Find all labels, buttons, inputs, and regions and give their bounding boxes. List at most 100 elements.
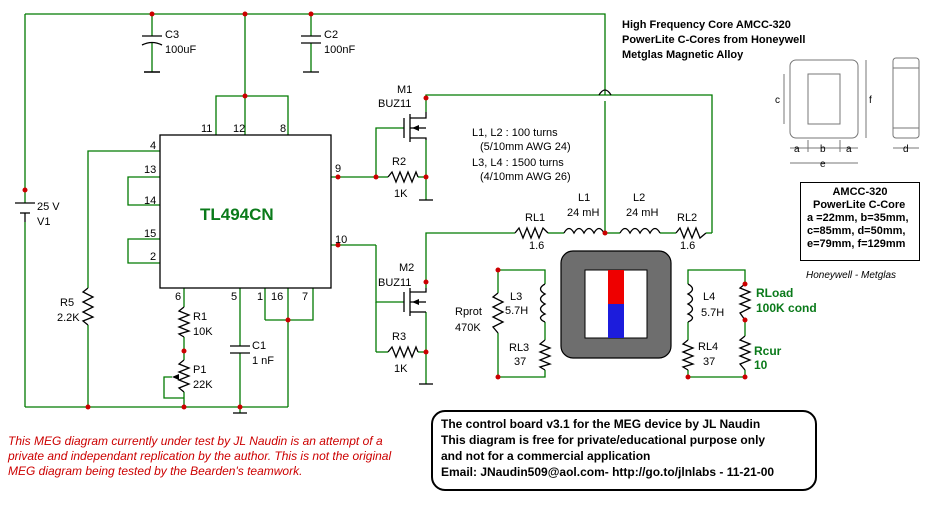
- footer-line: and not for a commercial application: [441, 449, 651, 463]
- rload-value: 100K cond: [756, 301, 817, 315]
- c1-value: 1 nF: [252, 355, 274, 367]
- r2-label: R2: [392, 156, 406, 168]
- rl2-label: RL2: [677, 212, 697, 224]
- dim-label: f: [869, 95, 872, 106]
- p1-value: 22K: [193, 379, 213, 391]
- turns-line: (4/10mm AWG 26): [480, 171, 571, 183]
- r1-label: R1: [193, 311, 207, 323]
- rl1-label: RL1: [525, 212, 545, 224]
- resistor-r5: [81, 287, 95, 326]
- capacitor-c2: [301, 35, 321, 73]
- resistor-rprot: [491, 292, 505, 334]
- pin-label: 2: [150, 251, 156, 263]
- footer-line: The control board v3.1 for the MEG devic…: [441, 417, 761, 431]
- v1-value: 25 V: [37, 201, 60, 213]
- ic-tl494: [159, 134, 332, 289]
- inductor-l3: [539, 283, 547, 323]
- rl1-value: 1.6: [529, 240, 544, 252]
- resistor-r3: [387, 345, 419, 359]
- pin-label: 10: [335, 234, 347, 246]
- ground-icon: [144, 71, 433, 414]
- spec-line: c=85mm, d=50mm,: [807, 225, 906, 237]
- spec-title: AMCC-320: [832, 186, 888, 198]
- pin-label: 8: [280, 123, 286, 135]
- rl4-label: RL4: [698, 341, 718, 353]
- l3-label: L3: [510, 291, 522, 303]
- v1-label: V1: [37, 216, 50, 228]
- wire-crossover: [598, 89, 612, 96]
- junction-dots: [22, 11, 748, 410]
- rl3-value: 37: [514, 356, 526, 368]
- l4-label: L4: [703, 291, 715, 303]
- battery-v1: [15, 202, 35, 222]
- meg-core: [560, 250, 672, 359]
- pin-label: 9: [335, 163, 341, 175]
- spec-line: e=79mm, f=129mm: [807, 238, 906, 250]
- inductor-l2: [619, 227, 661, 235]
- note-line: This MEG diagram currently under test by…: [8, 434, 383, 448]
- rprot-value: 470K: [455, 322, 481, 334]
- magnet-south: [608, 304, 624, 338]
- mosfet-m1: [403, 112, 427, 142]
- c3-label: C3: [165, 29, 179, 41]
- c2-value: 100nF: [324, 44, 355, 56]
- p1-label: P1: [193, 364, 206, 376]
- note-line: private and independant replication by t…: [8, 449, 392, 463]
- resistor-rl2: [675, 226, 707, 240]
- dim-label: a: [794, 144, 800, 155]
- resistor-rl3: [538, 339, 552, 371]
- components: [15, 35, 752, 414]
- pin-label: 12: [233, 123, 245, 135]
- turns-line: L1, L2 : 100 turns: [472, 127, 558, 139]
- wires: [24, 13, 746, 413]
- r5-label: R5: [60, 297, 74, 309]
- core-spec-box: AMCC-320 PowerLite C-Core a =22mm, b=35m…: [800, 182, 920, 261]
- r3-value: 1K: [394, 363, 408, 375]
- pin-label: 6: [175, 291, 181, 303]
- l4-value: 5.7H: [701, 307, 724, 319]
- l1-value: 24 mH: [567, 207, 599, 219]
- footer-line: This diagram is free for private/educati…: [441, 433, 766, 447]
- header-line: High Frequency Core AMCC-320: [622, 19, 791, 31]
- turns-line: (5/10mm AWG 24): [480, 141, 571, 153]
- resistor-rl1: [514, 226, 549, 240]
- pin-label: 7: [302, 291, 308, 303]
- core-header: High Frequency Core AMCC-320 PowerLite C…: [622, 18, 805, 63]
- inductor-l4: [686, 283, 694, 323]
- pot-p1: [177, 359, 191, 393]
- magnet-north: [608, 270, 624, 304]
- resistor-r2: [387, 170, 419, 184]
- resistor-rcur: [738, 335, 752, 371]
- pin-label: 11: [201, 123, 212, 135]
- l2-label: L2: [633, 192, 645, 204]
- r5-value: 2.2K: [57, 312, 80, 324]
- credit-text: Honeywell - Metglas: [806, 270, 897, 281]
- footer-line: Email: JNaudin509@aol.com- http://go.to/…: [441, 465, 775, 479]
- l1-label: L1: [578, 192, 590, 204]
- dim-label: c: [775, 95, 780, 106]
- c2-label: C2: [324, 29, 338, 41]
- r3-label: R3: [392, 331, 406, 343]
- spec-subtitle: PowerLite C-Core: [813, 199, 906, 211]
- chip-name: TL494CN: [200, 205, 274, 224]
- dim-label: d: [903, 144, 909, 155]
- dim-label: e: [820, 159, 826, 170]
- m1-type: BUZ11: [378, 98, 411, 110]
- pin-label: 4: [150, 140, 156, 152]
- m1-label: M1: [397, 84, 412, 96]
- resistor-rload: [738, 283, 752, 321]
- pot-wiper-icon: [172, 374, 179, 380]
- capacitor-c1: [230, 345, 250, 354]
- header-line: PowerLite C-Cores from Honeywell: [622, 34, 806, 46]
- pin-label: 13: [144, 164, 156, 176]
- rcur-label: Rcur: [754, 344, 782, 358]
- r2-value: 1K: [394, 188, 408, 200]
- inductor-l1: [563, 227, 605, 235]
- turns-line: L3, L4 : 1500 turns: [472, 157, 564, 169]
- l3-value: 5.7H: [505, 305, 528, 317]
- spec-line: a =22mm, b=35mm,: [807, 212, 909, 224]
- rl3-label: RL3: [509, 342, 529, 354]
- rcur-value: 10: [754, 358, 768, 372]
